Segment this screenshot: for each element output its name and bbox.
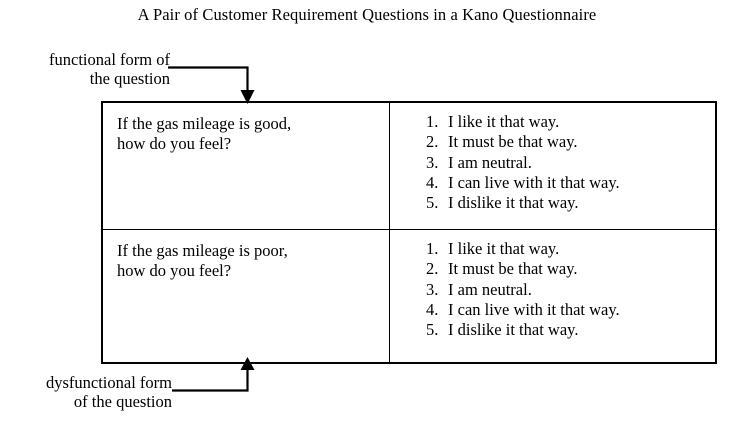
answer-text: I can live with it that way.: [448, 299, 620, 319]
answer-text: I dislike it that way.: [448, 193, 579, 213]
answer-number: 5.: [426, 193, 439, 213]
answer-number: 4.: [426, 172, 439, 192]
answer-text: It must be that way.: [448, 259, 578, 279]
dysfunctional-form-label: dysfunctional form of the question: [45, 373, 172, 411]
answer-option[interactable]: 1. I like it that way.: [390, 239, 715, 259]
answer-text: I like it that way.: [448, 239, 560, 258]
answer-text: I like it that way.: [448, 112, 560, 131]
answer-number: 1.: [426, 239, 439, 258]
answer-option[interactable]: 1. I like it that way.: [390, 112, 715, 132]
answer-option[interactable]: 3. I am neutral.: [390, 280, 715, 300]
answer-option[interactable]: 4. I can live with it that way.: [390, 300, 715, 320]
table-row: If the gas mileage is good, how do you f…: [101, 101, 717, 230]
answer-option[interactable]: 2. It must be that way.: [390, 259, 715, 279]
answer-text: I am neutral.: [448, 152, 532, 172]
answer-number: 2.: [426, 132, 439, 152]
answer-option[interactable]: 5. I dislike it that way.: [390, 320, 715, 340]
question-cell-functional: If the gas mileage is good, how do you f…: [101, 101, 390, 230]
answer-text: I dislike it that way.: [448, 320, 579, 340]
question-text: If the gas mileage is poor, how do you f…: [117, 241, 288, 280]
answer-option[interactable]: 2. It must be that way.: [390, 132, 715, 152]
answer-number: 1.: [426, 112, 439, 131]
kano-questionnaire-table: If the gas mileage is good, how do you f…: [101, 101, 717, 364]
functional-form-arrow-down-icon: [160, 60, 260, 106]
functional-form-label: functional form of the question: [49, 50, 170, 88]
answer-text: I am neutral.: [448, 279, 532, 299]
answer-option[interactable]: 5. I dislike it that way.: [390, 193, 715, 213]
answer-option-list: 1. I like it that way. 2. It must be that …: [390, 230, 715, 340]
answer-number: 4.: [426, 299, 439, 319]
question-cell-dysfunctional: If the gas mileage is poor, how do you f…: [101, 229, 390, 364]
answer-number: 3.: [426, 279, 439, 299]
page-title: A Pair of Customer Requirement Questions…: [137, 5, 597, 24]
answer-number: 2.: [426, 259, 439, 279]
table-row: If the gas mileage is poor, how do you f…: [101, 229, 717, 364]
answer-option[interactable]: 4. I can live with it that way.: [390, 173, 715, 193]
answer-text: I can live with it that way.: [448, 172, 620, 192]
answer-number: 3.: [426, 152, 439, 172]
answers-cell-dysfunctional: 1. I like it that way. 2. It must be that …: [389, 229, 717, 364]
answer-option-list: 1. I like it that way. 2. It must be that …: [390, 103, 715, 213]
answers-cell-functional: 1. I like it that way. 2. It must be that …: [389, 101, 717, 230]
answer-text: It must be that way.: [448, 132, 578, 152]
answer-option[interactable]: 3. I am neutral.: [390, 153, 715, 173]
answer-number: 5.: [426, 320, 439, 340]
question-text: If the gas mileage is good, how do you f…: [117, 114, 292, 153]
